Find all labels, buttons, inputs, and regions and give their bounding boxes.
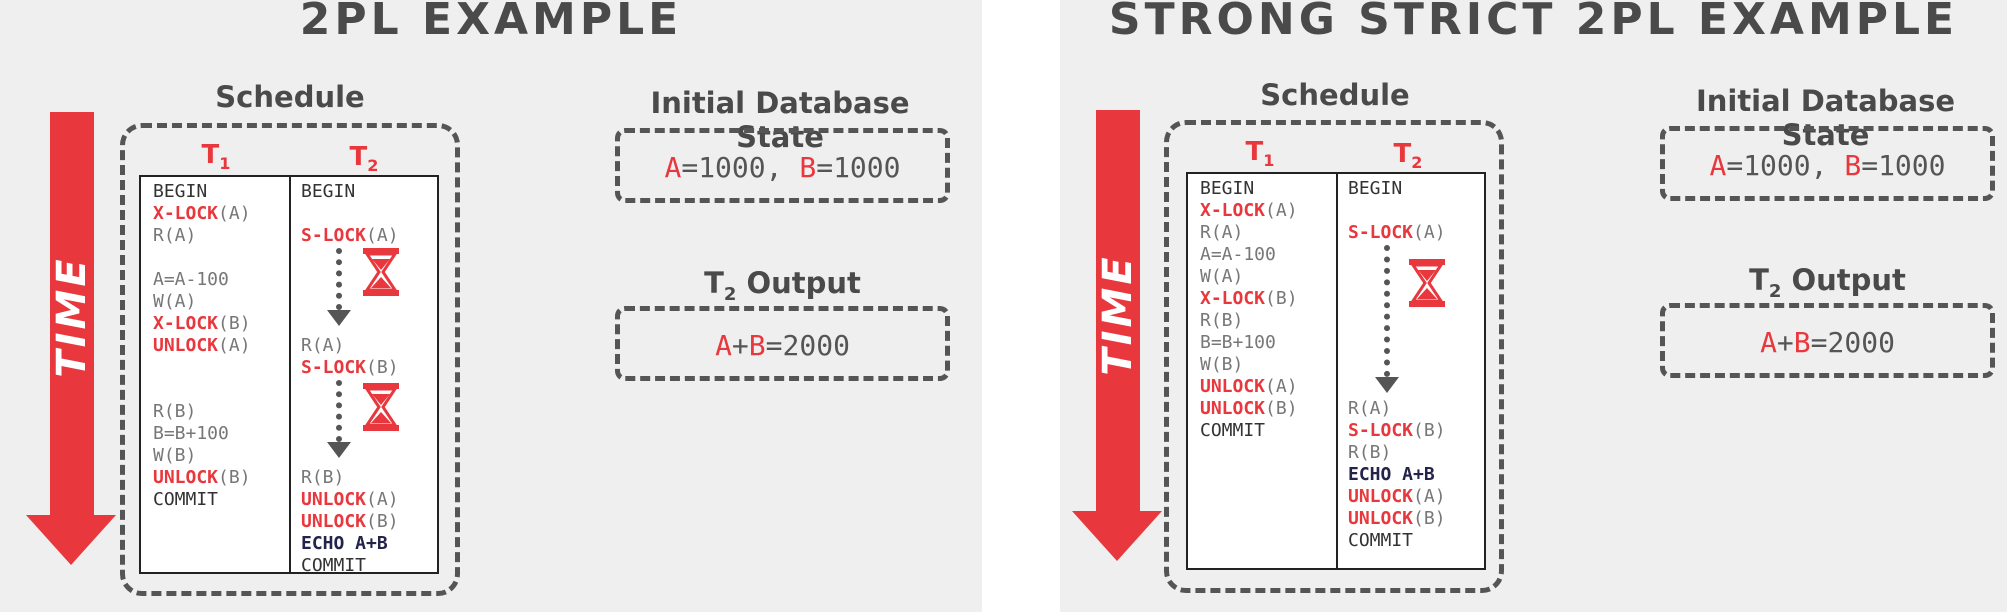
t1-op-9: B=B+100 bbox=[153, 423, 229, 444]
t2-output-box: A+B=2000 bbox=[615, 306, 950, 381]
t1-op-1: BEGIN bbox=[1200, 178, 1255, 199]
t1-op-7: UNLOCK(A) bbox=[153, 335, 251, 356]
t2-op-4: S-LOCK(B) bbox=[301, 357, 399, 378]
t1-op-12: COMMIT bbox=[153, 489, 219, 510]
wait-arrow-1 bbox=[327, 248, 351, 328]
t1-op-2: X-LOCK(A) bbox=[1200, 200, 1298, 221]
time-label: TIME bbox=[49, 256, 95, 378]
t1-op-11: UNLOCK(B) bbox=[1200, 398, 1298, 419]
t1-op-8: B=B+100 bbox=[1200, 332, 1276, 353]
t1-op-10: W(B) bbox=[153, 445, 197, 466]
slide-strong-strict-2pl-example: STRONG STRICT 2PL EXAMPLE Schedule TIME … bbox=[1060, 0, 2007, 612]
arrow-head-icon bbox=[26, 515, 116, 565]
slide-title: STRONG STRICT 2PL EXAMPLE bbox=[1108, 0, 1959, 45]
t2-op-8: UNLOCK(B) bbox=[1348, 508, 1446, 529]
t2-op-1: BEGIN bbox=[1348, 178, 1403, 199]
t1-op-8: R(B) bbox=[153, 401, 197, 422]
schedule-box bbox=[120, 123, 460, 596]
t2-op-7: UNLOCK(B) bbox=[301, 511, 399, 532]
t2-op-2: S-LOCK(A) bbox=[1348, 222, 1446, 243]
t2-header: T2 bbox=[349, 142, 379, 176]
hourglass-icon bbox=[363, 248, 399, 296]
t2-output-label: T2 Output bbox=[704, 266, 861, 305]
t2-op-3: R(A) bbox=[1348, 398, 1392, 419]
t2-op-5: R(B) bbox=[1348, 442, 1392, 463]
t1-header: T1 bbox=[1245, 137, 1275, 171]
t1-op-5: W(A) bbox=[1200, 266, 1244, 287]
hourglass-icon bbox=[1409, 259, 1445, 307]
t2-output-box: A+B=2000 bbox=[1660, 303, 1995, 378]
wait-arrow bbox=[1375, 245, 1399, 395]
t2-op-7: UNLOCK(A) bbox=[1348, 486, 1446, 507]
t1-op-3: R(A) bbox=[1200, 222, 1244, 243]
t1-op-11: UNLOCK(B) bbox=[153, 467, 251, 488]
t2-op-5: R(B) bbox=[301, 467, 345, 488]
initial-state-box: A=1000, B=1000 bbox=[615, 128, 950, 203]
initial-state-label: Initial Database State bbox=[650, 86, 910, 154]
t1-op-4: A=A-100 bbox=[153, 269, 229, 290]
t2-output-value: A+B=2000 bbox=[715, 329, 850, 362]
wait-arrow-2 bbox=[327, 380, 351, 460]
t1-op-1: BEGIN bbox=[153, 181, 208, 202]
slide-title: 2PL EXAMPLE bbox=[299, 0, 683, 45]
t2-op-9: COMMIT bbox=[1348, 530, 1414, 551]
t2-op-6: ECHO A+B bbox=[1348, 464, 1435, 485]
t1-op-9: W(B) bbox=[1200, 354, 1244, 375]
t2-op-4: S-LOCK(B) bbox=[1348, 420, 1446, 441]
t1-op-5: W(A) bbox=[153, 291, 197, 312]
arrow-head-icon bbox=[1072, 511, 1162, 561]
t1-op-7: R(B) bbox=[1200, 310, 1244, 331]
schedule-table bbox=[139, 175, 439, 574]
t2-op-2: S-LOCK(A) bbox=[301, 225, 399, 246]
t1-op-4: A=A-100 bbox=[1200, 244, 1276, 265]
schedule-table bbox=[1186, 172, 1486, 570]
schedule-box bbox=[1164, 120, 1504, 593]
t1-op-6: X-LOCK(B) bbox=[153, 313, 251, 334]
t2-op-9: COMMIT bbox=[301, 555, 367, 576]
t2-op-1: BEGIN bbox=[301, 181, 356, 202]
t2-op-6: UNLOCK(A) bbox=[301, 489, 399, 510]
initial-state-values: A=1000, B=1000 bbox=[664, 151, 901, 184]
time-label: TIME bbox=[1095, 254, 1141, 376]
t2-header: T2 bbox=[1393, 139, 1423, 173]
initial-state-values: A=1000, B=1000 bbox=[1709, 149, 1946, 182]
t1-op-12: COMMIT bbox=[1200, 420, 1266, 441]
t1-op-10: UNLOCK(A) bbox=[1200, 376, 1298, 397]
t2-op-8: ECHO A+B bbox=[301, 533, 388, 554]
time-arrow: TIME bbox=[1072, 110, 1162, 565]
initial-state-label: Initial Database State bbox=[1695, 84, 1956, 152]
t2-output-value: A+B=2000 bbox=[1760, 326, 1895, 359]
t1-op-2: X-LOCK(A) bbox=[153, 203, 251, 224]
time-arrow: TIME bbox=[26, 112, 116, 567]
t1-op-3: R(A) bbox=[153, 225, 197, 246]
t1-header: T1 bbox=[201, 140, 231, 174]
hourglass-icon bbox=[363, 383, 399, 431]
t2-op-3: R(A) bbox=[301, 335, 345, 356]
schedule-label: Schedule bbox=[215, 80, 365, 114]
t1-op-6: X-LOCK(B) bbox=[1200, 288, 1298, 309]
initial-state-box: A=1000, B=1000 bbox=[1660, 126, 1995, 201]
schedule-label: Schedule bbox=[1260, 78, 1410, 112]
t2-output-label: T2 Output bbox=[1749, 263, 1906, 302]
